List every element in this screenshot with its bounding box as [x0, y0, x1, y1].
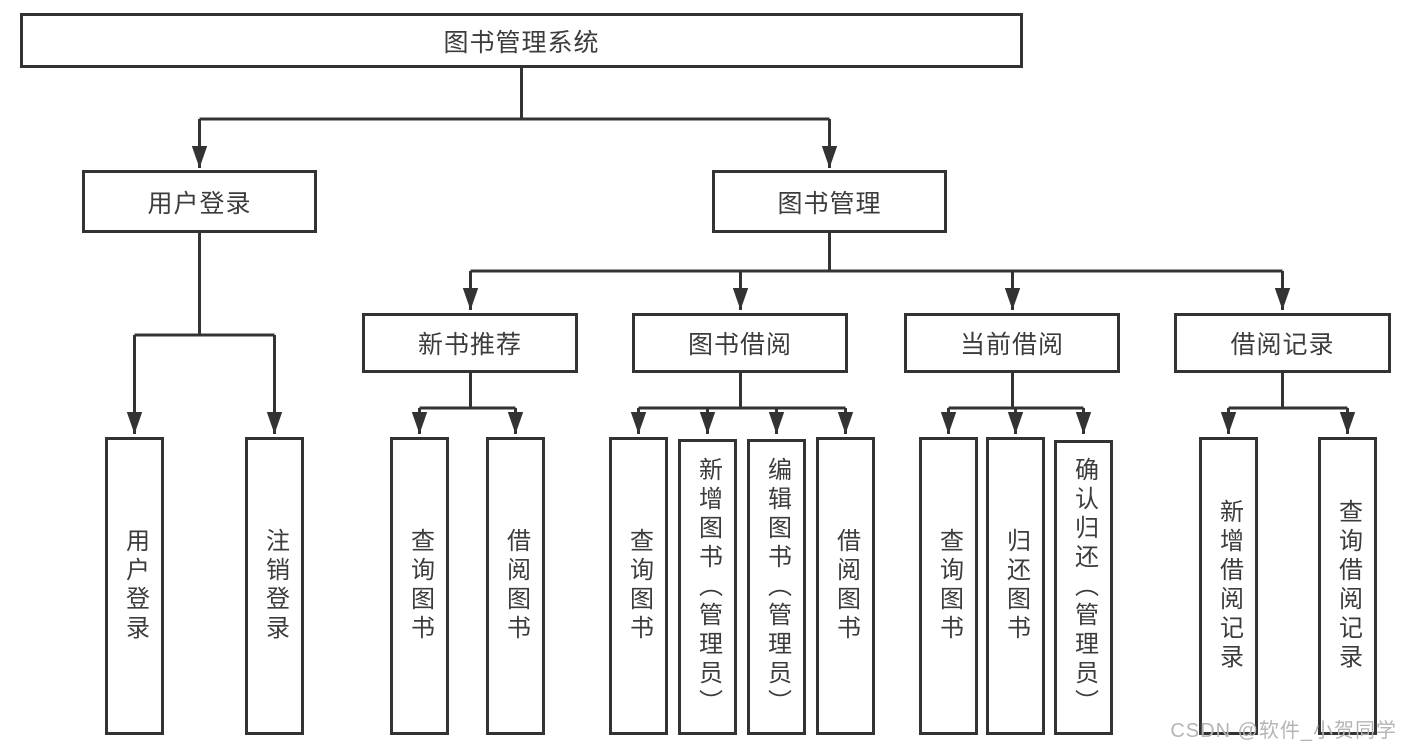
- node-user-login: 用户登录: [82, 170, 317, 233]
- connector-user-login-to-leaves: [126, 233, 283, 434]
- connector-new-book-recommend-to-leaves: [411, 373, 524, 434]
- node-label: 用户登录: [121, 528, 149, 644]
- node-root: 图书管理系统: [20, 13, 1023, 68]
- node-label: 借阅记录: [1230, 331, 1335, 359]
- connector-borrow-records-to-leaves: [1220, 373, 1356, 434]
- node-label: 编辑图书（管理员）: [763, 456, 791, 718]
- leaf-query-books-borrow: 查询图书: [609, 437, 668, 735]
- node-label: 图书借阅: [687, 331, 792, 359]
- connector-book-management-to-level3: [462, 233, 1291, 310]
- node-label: 新书推荐: [417, 331, 522, 359]
- leaf-borrow-books: 借阅图书: [816, 437, 875, 735]
- node-label: 查询图书: [406, 528, 434, 644]
- node-label: 新增借阅记录: [1215, 499, 1243, 673]
- leaf-query-borrow-record: 查询借阅记录: [1318, 437, 1377, 735]
- node-book-management: 图书管理: [712, 170, 947, 233]
- node-new-book-recommend: 新书推荐: [362, 313, 578, 373]
- leaf-query-books-recommend: 查询图书: [390, 437, 449, 735]
- leaf-user-login: 用户登录: [105, 437, 164, 735]
- node-label: 归还图书: [1002, 528, 1030, 644]
- leaf-edit-book-admin: 编辑图书（管理员）: [747, 439, 806, 735]
- node-current-borrow: 当前借阅: [904, 313, 1120, 373]
- node-borrow-records: 借阅记录: [1174, 313, 1391, 373]
- node-label: 借阅图书: [832, 528, 860, 644]
- leaf-borrow-books-recommend: 借阅图书: [486, 437, 545, 735]
- node-label: 图书管理: [777, 189, 882, 218]
- node-label: 查询图书: [935, 528, 963, 644]
- watermark-text: CSDN @软件_小贺同学: [1170, 720, 1397, 742]
- node-label: 注销登录: [261, 528, 289, 644]
- node-label: 确认归还（管理员）: [1070, 457, 1098, 718]
- connector-root-to-level2: [191, 68, 838, 168]
- node-label: 图书管理系统: [443, 28, 600, 57]
- node-book-borrow: 图书借阅: [632, 313, 848, 373]
- leaf-add-borrow-record: 新增借阅记录: [1199, 437, 1258, 735]
- leaf-query-books-current: 查询图书: [919, 437, 978, 735]
- leaf-add-book-admin: 新增图书（管理员）: [678, 439, 737, 735]
- node-label: 查询借阅记录: [1334, 499, 1362, 673]
- leaf-return-books: 归还图书: [986, 437, 1045, 735]
- node-label: 用户登录: [147, 189, 252, 218]
- node-label: 查询图书: [625, 528, 653, 644]
- leaf-logout: 注销登录: [245, 437, 304, 735]
- node-label: 新增图书（管理员）: [694, 456, 722, 718]
- node-label: 当前借阅: [959, 331, 1064, 359]
- node-label: 借阅图书: [502, 528, 530, 644]
- leaf-confirm-return-admin: 确认归还（管理员）: [1054, 440, 1113, 735]
- connector-book-borrow-to-leaves: [630, 373, 854, 434]
- connector-current-borrow-to-leaves: [940, 373, 1092, 434]
